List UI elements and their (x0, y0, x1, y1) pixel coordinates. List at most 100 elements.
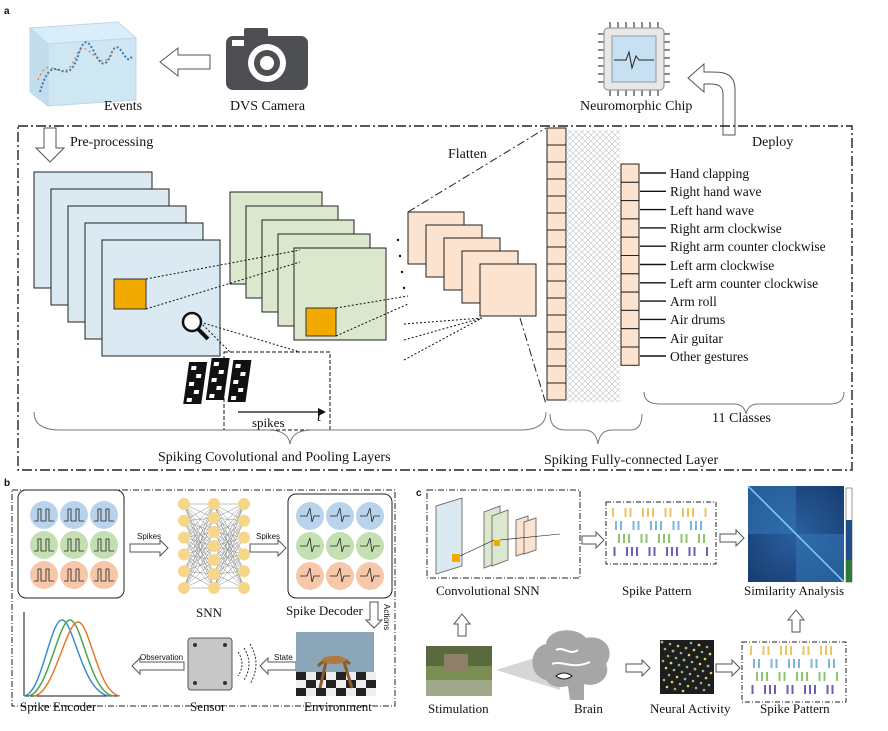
fc-neuron (546, 246, 567, 265)
spike-train (94, 508, 114, 522)
panel-b-arrows (129, 538, 384, 676)
spike-gap (240, 372, 246, 376)
spike-mark (770, 659, 773, 668)
fc-neuron (546, 212, 567, 231)
flatten-label: Flatten (448, 147, 487, 162)
floor-tile (316, 688, 326, 696)
spike-mark (798, 659, 800, 668)
activity-dot (665, 685, 669, 689)
activity-dot (680, 670, 684, 674)
events-label: Events (104, 99, 143, 114)
encoder-neuron (60, 531, 88, 559)
pooled-feature-maps (407, 211, 537, 317)
spike-pattern-bottom-frame (741, 641, 847, 703)
brain-label: Brain (574, 701, 603, 716)
encoder-neuron (90, 501, 118, 529)
activity-dot (661, 659, 665, 663)
snn-synapse (183, 545, 215, 589)
snn-neuron (238, 582, 250, 594)
snn-neuron (238, 498, 250, 510)
conv-snn-frame (426, 489, 581, 579)
spike-mark (809, 685, 811, 694)
spike-mark (807, 646, 810, 655)
class-label: Right hand wave (670, 184, 762, 200)
spike-mark (618, 534, 620, 543)
spike-mark (698, 534, 700, 543)
snn-synapse (183, 545, 215, 572)
activity-dot (693, 667, 697, 671)
floor-tile (326, 680, 336, 688)
snn-neuron (178, 498, 190, 510)
stimulation-label: Stimulation (428, 701, 489, 716)
activity-dot (678, 682, 682, 686)
spike-mark (632, 521, 635, 530)
spike-train (94, 568, 114, 582)
spike-mark (628, 534, 630, 543)
activity-dot (681, 689, 685, 693)
spike-mark (788, 659, 790, 668)
spike-mark (769, 685, 771, 694)
spike-mark (692, 508, 694, 517)
snn-synapse (213, 531, 245, 589)
sensor-label: Sensor (190, 699, 226, 714)
activity-dot (704, 676, 708, 680)
fc-neuron (546, 263, 567, 282)
class-label: Right arm clockwise (670, 220, 782, 236)
spike-mark (637, 521, 640, 530)
floor-tile (316, 672, 326, 680)
spike-mark (660, 521, 662, 530)
flatten-lines (407, 127, 547, 405)
snn-synapse (183, 537, 215, 575)
spike-decoder-grid (296, 502, 384, 590)
activity-dot (672, 668, 676, 672)
snn-neuron (238, 514, 250, 527)
feature-map (479, 263, 537, 317)
activity-dot (687, 653, 691, 657)
activity-dot (679, 651, 683, 655)
spike-train (94, 538, 114, 552)
projection-lines (145, 249, 409, 353)
fc-neuron (546, 144, 567, 163)
class-label: Air guitar (670, 330, 723, 346)
snn-synapse (213, 520, 245, 547)
spike-mark (631, 547, 633, 556)
spike-pattern-bottom (750, 646, 838, 694)
spike-mark (830, 646, 832, 655)
output-neuron (620, 255, 640, 275)
snn-neuron (178, 582, 190, 594)
spike-gap (230, 396, 237, 400)
activity-dot (686, 684, 690, 688)
spike-bar (205, 358, 230, 400)
spike-mark (764, 685, 766, 694)
floor-tile (306, 672, 316, 680)
floor-tile (336, 680, 346, 688)
snn-synapse (213, 531, 245, 555)
snn-neuron (208, 526, 220, 538)
spike-pattern-top-label: Spike Pattern (622, 583, 692, 598)
spike-mark (669, 508, 672, 517)
decoder-trace (330, 567, 350, 583)
decoder-neuron (356, 532, 384, 560)
spike-gap (193, 390, 200, 394)
floor-tile (356, 672, 366, 680)
output-neuron (620, 236, 640, 256)
activity-dot (666, 654, 670, 658)
output-neuron (620, 163, 640, 183)
panel-c-arrows (452, 528, 806, 678)
spike-gap (237, 388, 244, 392)
spike-gap (213, 362, 220, 366)
floor-tile (296, 680, 306, 688)
panel-a-frame (17, 125, 853, 471)
spike-mark (690, 521, 692, 530)
decoder-neuron (326, 502, 354, 530)
spike-gap (235, 364, 241, 368)
activity-dot (669, 661, 673, 665)
magnifier-icon (181, 311, 210, 341)
spike-mark (704, 508, 707, 517)
activity-dot (676, 644, 680, 648)
snn-synapse (213, 517, 245, 555)
spike-mark (655, 521, 657, 530)
floor-tile (346, 688, 356, 696)
activity-dot (668, 642, 672, 646)
activity-dot (664, 666, 668, 670)
